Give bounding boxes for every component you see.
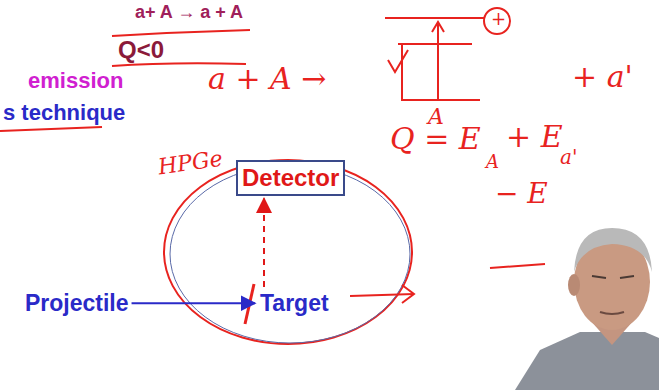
handwritten-equation: + E	[506, 120, 563, 155]
handwritten-subscript: a'	[560, 146, 577, 169]
target-label-text: Target	[260, 290, 329, 316]
beam-line	[350, 294, 414, 296]
handwritten-symbol: +	[491, 9, 506, 30]
underline-stroke	[490, 264, 545, 268]
detector-box-text: Detector	[242, 164, 339, 192]
presenter-eyes	[592, 276, 634, 278]
detector-box: Detector	[236, 160, 345, 196]
slide-heading: s technique	[3, 100, 125, 125]
slide-heading: emission	[28, 68, 123, 93]
beam-arrow	[402, 285, 414, 303]
projectile-label: Projectile	[25, 290, 129, 316]
projectile-label-text: Projectile	[25, 290, 129, 316]
circle-mark	[484, 8, 510, 34]
transition-arrow	[437, 24, 439, 100]
handwritten-subscript: A	[486, 152, 499, 173]
handwritten-equation: Q = E	[390, 122, 481, 157]
emission-path-arrow	[263, 199, 265, 287]
target-label: Target	[258, 290, 331, 316]
check-mark	[388, 50, 408, 72]
underline-stroke	[112, 30, 250, 36]
energy-level	[402, 44, 480, 100]
energy-level	[385, 17, 484, 19]
presenter-shirt	[515, 332, 659, 390]
q-value-condition: Q<0	[118, 36, 164, 64]
reaction-equation: a+ A → a + A	[135, 2, 243, 23]
handwritten-equation: − E	[495, 178, 548, 210]
underline-stroke	[0, 127, 102, 131]
handwritten-equation: a + A →	[208, 62, 326, 97]
presenter-mouth	[600, 312, 624, 314]
energy-level	[398, 43, 472, 45]
presenter-hair	[574, 228, 652, 272]
handwritten-equation: + a'	[572, 60, 633, 95]
handwritten-note: HPGe	[157, 146, 224, 180]
scattering-chamber	[164, 160, 412, 344]
transition-arrow	[432, 22, 444, 32]
presenter-ear	[568, 274, 580, 296]
projectile-beam-arrow	[132, 302, 255, 304]
